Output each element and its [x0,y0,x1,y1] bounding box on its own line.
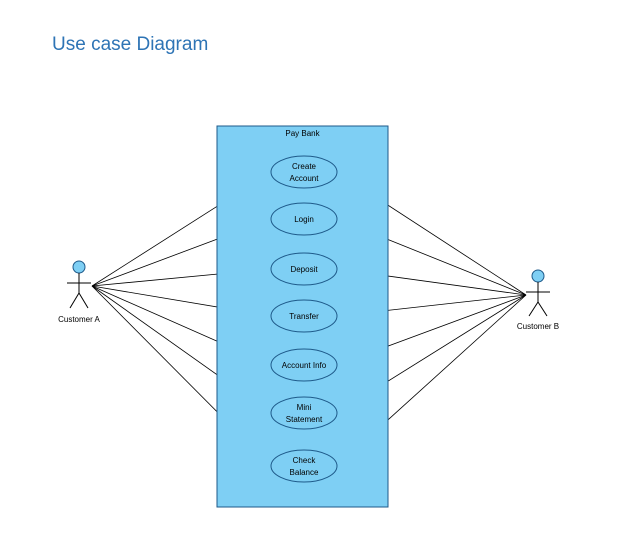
use-case-ellipse [270,396,338,430]
use-case-ellipse [270,155,338,189]
use-case-ellipse [270,299,338,333]
actor-right-leg [537,301,548,317]
use-case-label: Deposit [290,265,318,274]
use-case-label: Create [292,162,317,171]
use-case-label: Login [294,215,314,224]
actor-label: Customer A [58,315,100,324]
use-case-ellipse [270,202,338,236]
use-case-ellipse [270,449,338,483]
use-case-label: Balance [290,468,319,477]
use-cases: CreateAccountLoginDepositTransferAccount… [270,155,338,483]
actor-right-leg [78,292,89,309]
system-title: Pay Bank [285,129,320,138]
actor-left-leg [528,301,539,317]
actor-customer-b[interactable]: Customer B [517,269,559,331]
use-case-transfer[interactable]: Transfer [270,299,338,333]
actor-head [72,260,86,274]
use-case-login[interactable]: Login [270,202,338,236]
use-case-label: Check [293,456,317,465]
actor-left-leg [69,292,80,309]
use-case-label: Account [290,174,320,183]
actor-label: Customer B [517,322,559,331]
use-case-label: Mini [297,403,312,412]
use-case-deposit[interactable]: Deposit [270,252,338,286]
actor-customer-a[interactable]: Customer A [58,260,101,324]
use-case-ellipse [270,252,338,286]
use-case-label: Statement [286,415,323,424]
use-case-label: Transfer [289,312,319,321]
use-case-label: Account Info [282,361,327,370]
actor-head [531,269,545,283]
page-title: Use case Diagram [52,34,209,55]
use-case-ellipse [270,348,338,382]
use-case-account-info[interactable]: Account Info [270,348,338,382]
